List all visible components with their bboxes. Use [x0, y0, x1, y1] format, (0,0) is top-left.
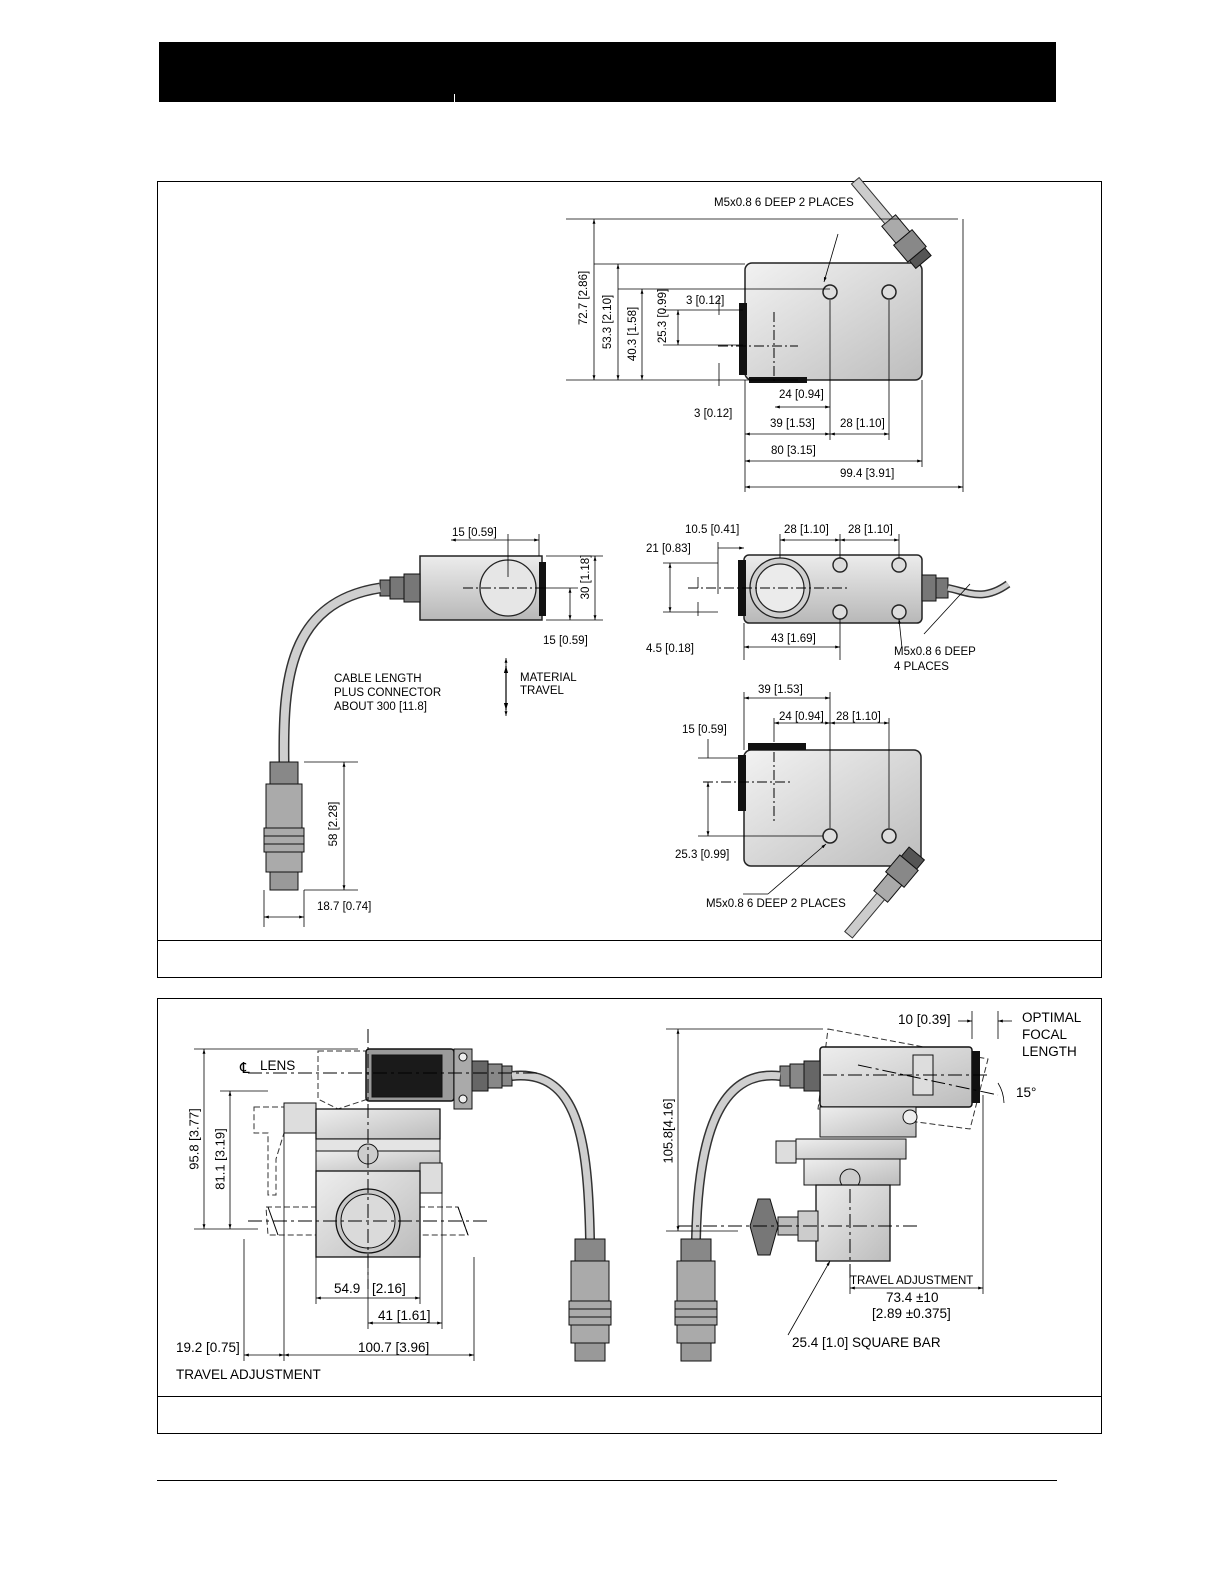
focal-line-2: FOCAL: [1022, 1027, 1068, 1042]
side-view-dimensions: [663, 534, 971, 660]
lens-label: LENS: [260, 1058, 296, 1073]
side-dim-43: 43 [1.69]: [771, 633, 816, 645]
angle-label: 15°: [1016, 1085, 1037, 1100]
side-view-sensor: [688, 554, 1011, 624]
square-bar-label: 25.4 [1.0] SQUARE BAR: [792, 1335, 941, 1350]
left-travel-label: TRAVEL ADJUSTMENT: [176, 1367, 321, 1382]
footer-rule: [157, 1480, 1057, 1481]
right-mount-dimensions: [666, 1011, 1012, 1336]
top-tap-label: M5x0.8 6 DEEP 2 PLACES: [714, 197, 854, 209]
side-dim-21: 21 [0.83]: [646, 543, 691, 555]
dim-3-top: 3 [0.12]: [686, 295, 725, 307]
bottom-dim-24: 24 [0.94]: [779, 711, 824, 723]
side-dim-28-b: 28 [1.10]: [848, 524, 893, 536]
dim-10: 10 [0.39]: [898, 1012, 951, 1027]
dim-105-8: 105.8[4.16]: [660, 1098, 676, 1164]
cable-note-2: PLUS CONNECTOR: [334, 687, 442, 699]
material-travel-line-2: TRAVEL: [520, 685, 564, 697]
dim-99-4: 99.4 [3.91]: [840, 468, 895, 480]
caption-strip-2: [158, 1396, 1101, 1433]
right-travel-label: TRAVEL ADJUSTMENT: [850, 1275, 974, 1287]
top-view-dimensions: [566, 218, 964, 492]
dim-73-4-in: [2.89 ±0.375]: [872, 1306, 951, 1321]
front-dim-30: 30 [1.18]: [580, 554, 592, 600]
dimension-drawing-panel: M5x0.8 6 DEEP 2 PLACES 72.7 [2.86] 53.3 …: [157, 176, 1102, 978]
material-travel-line-1: MATERIAL: [520, 672, 577, 684]
cable-dim-18-7: 18.7 [0.74]: [317, 901, 372, 913]
side-tap-label-places: 4 PLACES: [894, 661, 949, 673]
front-dim-15-top: 15 [0.59]: [452, 527, 497, 539]
dim-54-9: 54.9: [334, 1281, 361, 1296]
focal-line-1: OPTIMAL: [1022, 1010, 1082, 1025]
side-dim-4-5: 4.5 [0.18]: [646, 643, 694, 655]
mounting-drawing-panel: ℄: [157, 998, 1102, 1434]
focal-line-3: LENGTH: [1022, 1044, 1077, 1059]
bottom-tap-label: M5x0.8 6 DEEP 2 PLACES: [706, 898, 846, 910]
top-view-sensor: [718, 176, 932, 383]
side-dim-10-5: 10.5 [0.41]: [685, 524, 740, 536]
mounting-dimension-drawing: ℄: [194, 1011, 1012, 1362]
bottom-dim-28: 28 [1.10]: [836, 711, 881, 723]
dim-73-4: 73.4 ±10: [886, 1290, 939, 1305]
side-dim-28-a: 28 [1.10]: [784, 524, 829, 536]
bottom-view-sensor: [703, 743, 926, 939]
bottom-dim-15: 15 [0.59]: [682, 724, 727, 736]
cable-note-3: ABOUT 300 [11.8]: [334, 701, 427, 713]
dim-25-3: 25.3 [0.99]: [657, 288, 669, 344]
dim-19-2: 19.2 [0.75]: [176, 1340, 240, 1355]
right-mount-view: [674, 1028, 999, 1362]
header-bar: [159, 42, 1056, 102]
left-mount-view: ℄: [239, 1029, 612, 1362]
sensor-dimension-drawing: [263, 176, 1011, 939]
header-tick: [454, 94, 455, 102]
dim-3-bottom: 3 [0.12]: [694, 408, 733, 420]
front-dim-15-bottom: 15 [0.59]: [543, 635, 588, 647]
dim-54-9-in: [2.16]: [372, 1281, 406, 1296]
side-tap-label: M5x0.8 6 DEEP: [894, 646, 976, 658]
dim-53-3: 53.3 [2.10]: [602, 294, 614, 350]
dim-81-1: 81.1 [3.19]: [212, 1128, 228, 1190]
dim-100-7: 100.7 [3.96]: [358, 1340, 430, 1355]
cable-note-1: CABLE LENGTH: [334, 673, 422, 685]
dim-80: 80 [3.15]: [771, 445, 816, 457]
dim-95-8: 95.8 [3.77]: [186, 1108, 202, 1170]
left-mount-dimensions: [194, 1048, 475, 1361]
bottom-dim-39: 39 [1.53]: [758, 684, 803, 696]
bottom-dim-25-3: 25.3 [0.99]: [675, 849, 730, 861]
dim-24: 24 [0.94]: [779, 389, 824, 401]
dim-39: 39 [1.53]: [770, 418, 815, 430]
dim-28: 28 [1.10]: [840, 418, 885, 430]
dim-41: 41 [1.61]: [378, 1308, 431, 1323]
cable-dim-58: 58 [2.28]: [328, 801, 340, 847]
front-view-sensor: [263, 555, 546, 891]
bottom-view-dimensions: [698, 692, 890, 895]
caption-strip-1: [158, 940, 1101, 977]
dim-40-3: 40.3 [1.58]: [627, 306, 639, 362]
svg-text:℄: ℄: [239, 1060, 250, 1077]
dim-72-7: 72.7 [2.86]: [578, 270, 590, 326]
